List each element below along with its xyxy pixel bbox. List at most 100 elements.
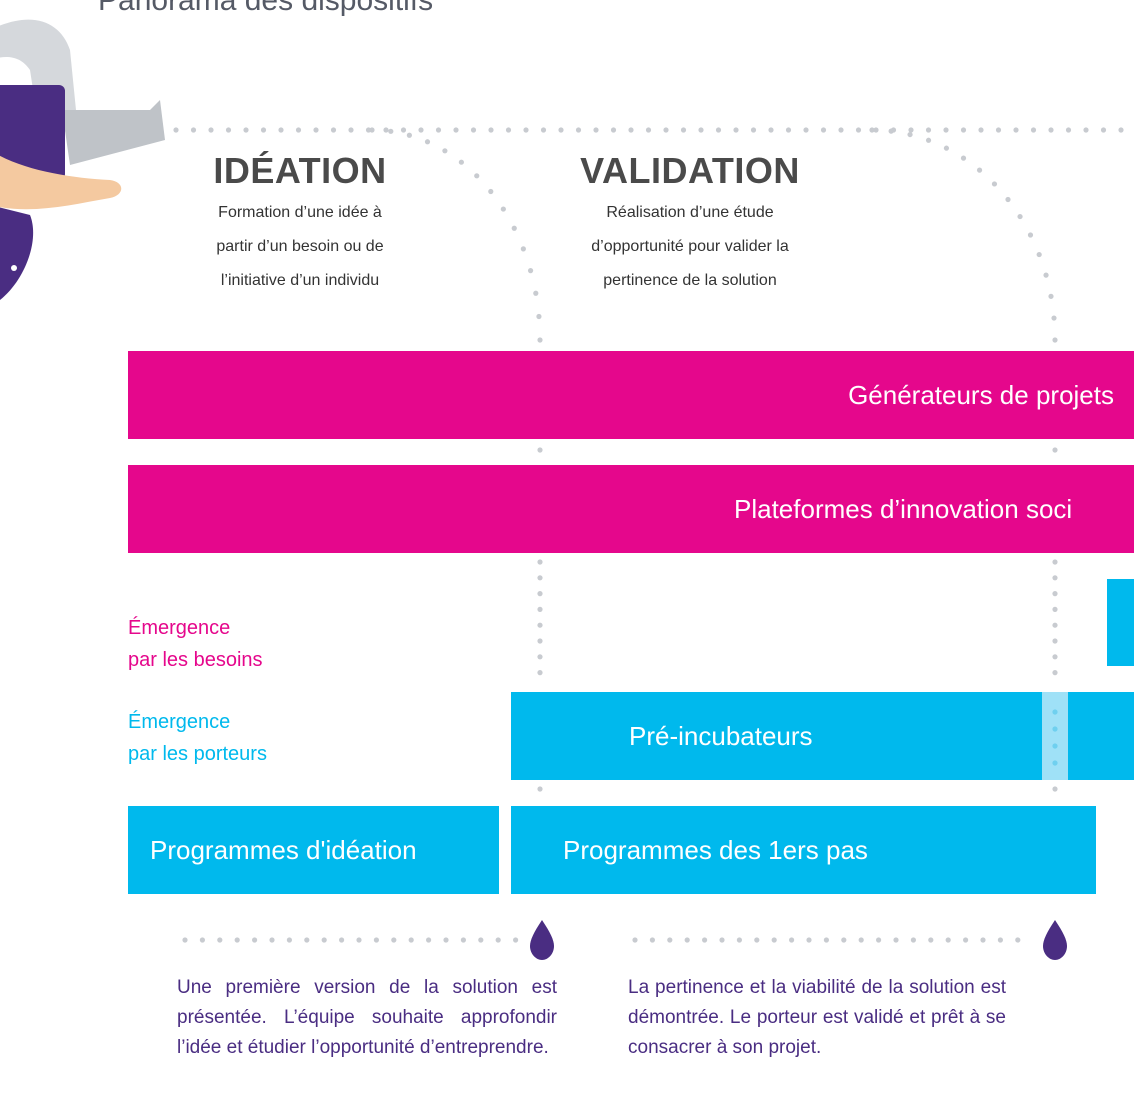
path-dot [855, 127, 862, 133]
phase-title: VALIDATION [580, 150, 800, 191]
path-dot [523, 127, 529, 133]
legend-line: par les besoins [128, 649, 263, 671]
path-dot [960, 127, 967, 133]
bar-label: Pré-incubateurs [629, 720, 813, 751]
path-dot [1052, 575, 1058, 581]
legend-line: Émergence [128, 711, 231, 733]
path-dot [1083, 127, 1089, 133]
path-dot [963, 937, 969, 943]
path-dot [893, 937, 899, 943]
path-dot [537, 654, 543, 660]
desc-line: d’opportunité pour valider la [591, 238, 789, 255]
phase-ideation: IDÉATION Formation d’une idée à partir d… [150, 150, 450, 298]
desc-line: pertinence de la solution [603, 272, 777, 289]
path-dot [442, 148, 448, 154]
bar-label: Générateurs de projets [848, 379, 1114, 410]
path-dot [575, 127, 582, 133]
path-dot [719, 937, 725, 943]
path-dot [1052, 654, 1058, 660]
path-dot [443, 937, 449, 943]
bar-overlap-highlight [1042, 692, 1068, 780]
path-dot [823, 937, 830, 943]
path-dot [980, 937, 986, 943]
path-dot [715, 127, 722, 133]
phase-title: IDÉATION [213, 150, 387, 191]
path-dot [943, 145, 950, 151]
watering-can-illustration [0, 19, 165, 300]
path-dot [768, 127, 774, 133]
path-dot [1013, 127, 1019, 133]
path-dot [943, 127, 949, 133]
path-dot [991, 181, 998, 187]
path-dot [391, 937, 397, 943]
path-dot [537, 591, 543, 597]
path-dot [424, 139, 431, 145]
path-dot [269, 937, 275, 943]
path-dot [649, 937, 656, 943]
path-dot [217, 937, 223, 943]
phase-description: Réalisation d’une étude d’opportunité po… [540, 196, 840, 298]
path-dot [400, 127, 407, 133]
path-dot [876, 937, 882, 943]
path-dot [888, 128, 894, 134]
desc-line: partir d’un besoin ou de [216, 238, 384, 255]
path-dot [928, 937, 934, 943]
path-dot [260, 127, 267, 133]
path-dot [406, 132, 412, 138]
desc-line: Réalisation d’une étude [606, 204, 774, 221]
page-title: Panorama des dispositifs [98, 0, 434, 17]
path-dot [453, 127, 459, 133]
bar-label: Programmes d'idéation [150, 834, 417, 865]
path-dot [356, 937, 362, 943]
outcome-validation: La pertinence et la viabilité de la solu… [628, 977, 1006, 1058]
path-dot [750, 127, 757, 133]
path-dot [348, 127, 354, 133]
path-dot [1043, 272, 1049, 278]
legend-emergence-besoins: Émergence par les besoins [128, 612, 263, 676]
bar-label: Programmes des 1ers pas [563, 834, 868, 865]
path-dot [960, 155, 967, 161]
path-dot [945, 937, 951, 943]
path-dot [373, 937, 379, 943]
drop-icon [530, 920, 554, 960]
path-dot [754, 937, 760, 943]
path-dot [645, 127, 652, 133]
path-dot [803, 127, 809, 133]
path-dot [910, 937, 917, 943]
path-dot [190, 127, 197, 133]
path-dot [426, 937, 432, 943]
path-dot [513, 937, 519, 943]
path-dot [1005, 196, 1011, 203]
path-dot [435, 127, 442, 133]
bar-programmes-ideation: Programmes d'idéation [128, 806, 499, 894]
path-dot [505, 127, 512, 133]
path-dot [789, 937, 795, 943]
path-dot [478, 937, 484, 943]
legend-line: Émergence [128, 617, 231, 639]
path-dot [1048, 127, 1054, 133]
bar-label: Plateformes d’innovation soci [734, 493, 1073, 524]
path-dot [500, 206, 506, 212]
path-dot [1051, 315, 1057, 321]
path-dot [628, 127, 634, 133]
path-dot [1015, 937, 1021, 943]
path-dot [458, 159, 464, 165]
path-dot [460, 937, 466, 943]
path-dot [908, 127, 914, 133]
path-dot [858, 937, 864, 943]
path-dot [684, 937, 690, 943]
path-dot [610, 127, 617, 133]
path-dot [976, 167, 983, 173]
outcome-ideation: Une première version de la solution est … [177, 977, 557, 1058]
path-dot [470, 127, 477, 133]
path-dot [278, 127, 284, 133]
path-dot [182, 937, 188, 943]
path-dot [978, 127, 984, 133]
path-dot [869, 127, 875, 133]
path-dot [511, 225, 517, 231]
path-dot [225, 127, 232, 133]
bar-plateformes-innovation-sociale: Plateformes d’innovation soci [128, 465, 1134, 553]
path-dot [1052, 786, 1058, 792]
path-dot [593, 127, 599, 133]
path-dot [1036, 251, 1042, 258]
